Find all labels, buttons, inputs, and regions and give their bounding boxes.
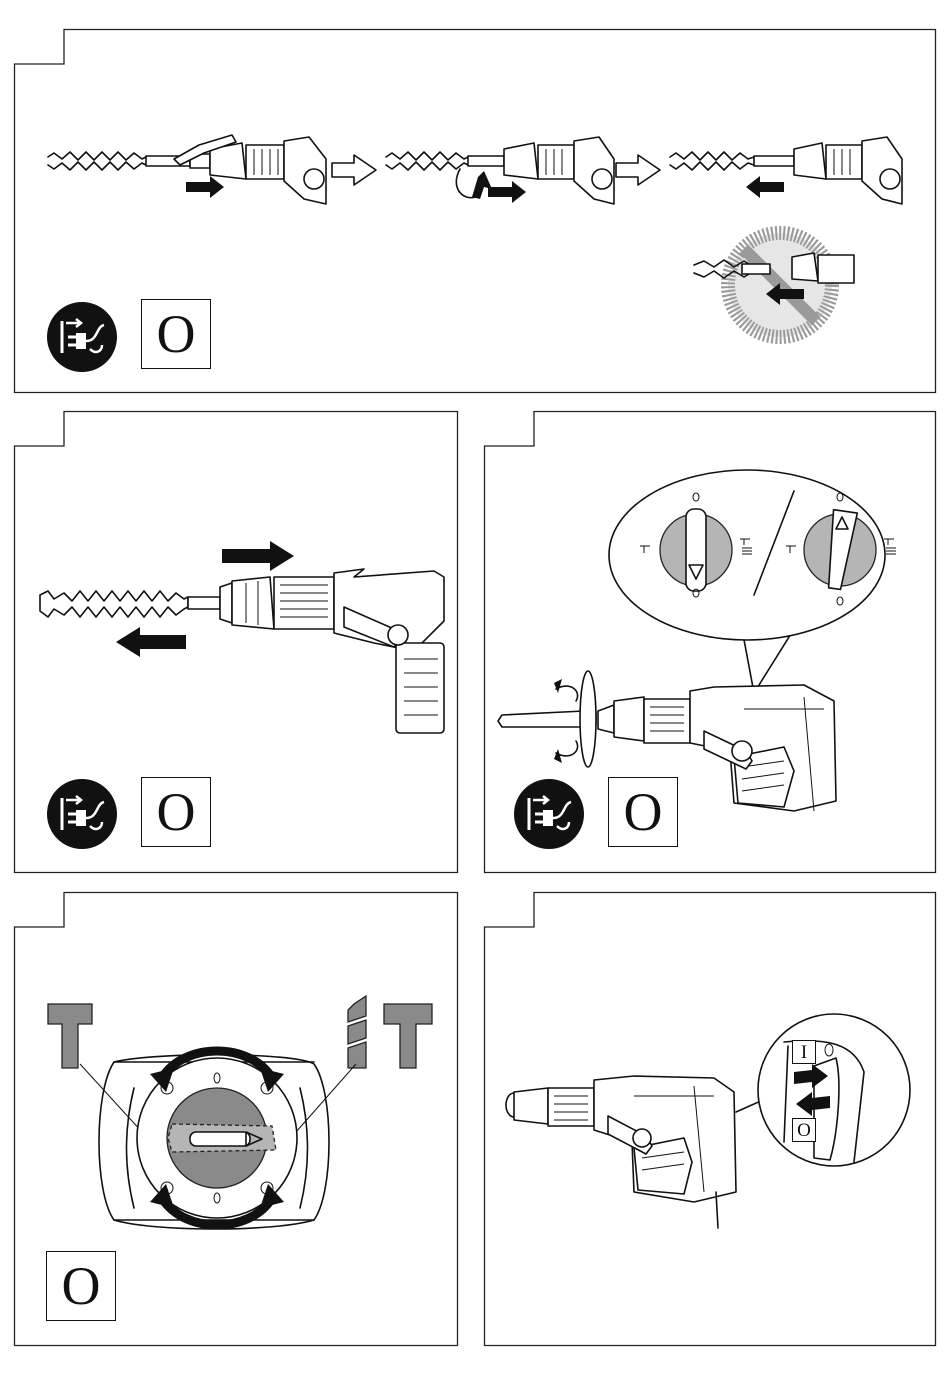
panel-bit-check: O [14,411,458,873]
panel-on-off-switch: I O [484,892,936,1346]
panel-bit-insertion: O [14,29,936,393]
unplug-icon [513,778,585,850]
off-symbol: O [46,1251,116,1321]
prohibited-icon [694,233,854,337]
panel-frame [484,892,936,1346]
off-symbol: O [792,1118,816,1142]
on-symbol: I [792,1040,816,1064]
off-symbol: O [141,777,211,847]
step3-drill-illustration [670,137,902,204]
arrow-icon [186,176,224,198]
arrow-icon [116,627,186,657]
off-symbol: O [141,299,211,369]
unplug-icon [46,301,118,373]
unplug-icon [46,778,118,850]
arrow-icon [332,155,376,185]
step2-drill-illustration [386,137,614,204]
hammer-mode-icon [48,1004,92,1068]
hammer-drill-mode-icon [884,539,894,545]
arrow-icon [616,155,660,185]
arrow-icon [488,181,526,203]
panel-chisel-rotation: O [484,411,936,873]
drill-illustration [40,541,444,733]
arrow-icon [746,176,784,198]
step1-drill-illustration [48,135,326,204]
off-symbol: O [608,777,678,847]
arrow-icon [222,541,294,571]
drill-illustration [506,1076,772,1228]
panel-mode-selector: O [14,892,458,1346]
hammer-drill-mode-icon [348,996,432,1068]
